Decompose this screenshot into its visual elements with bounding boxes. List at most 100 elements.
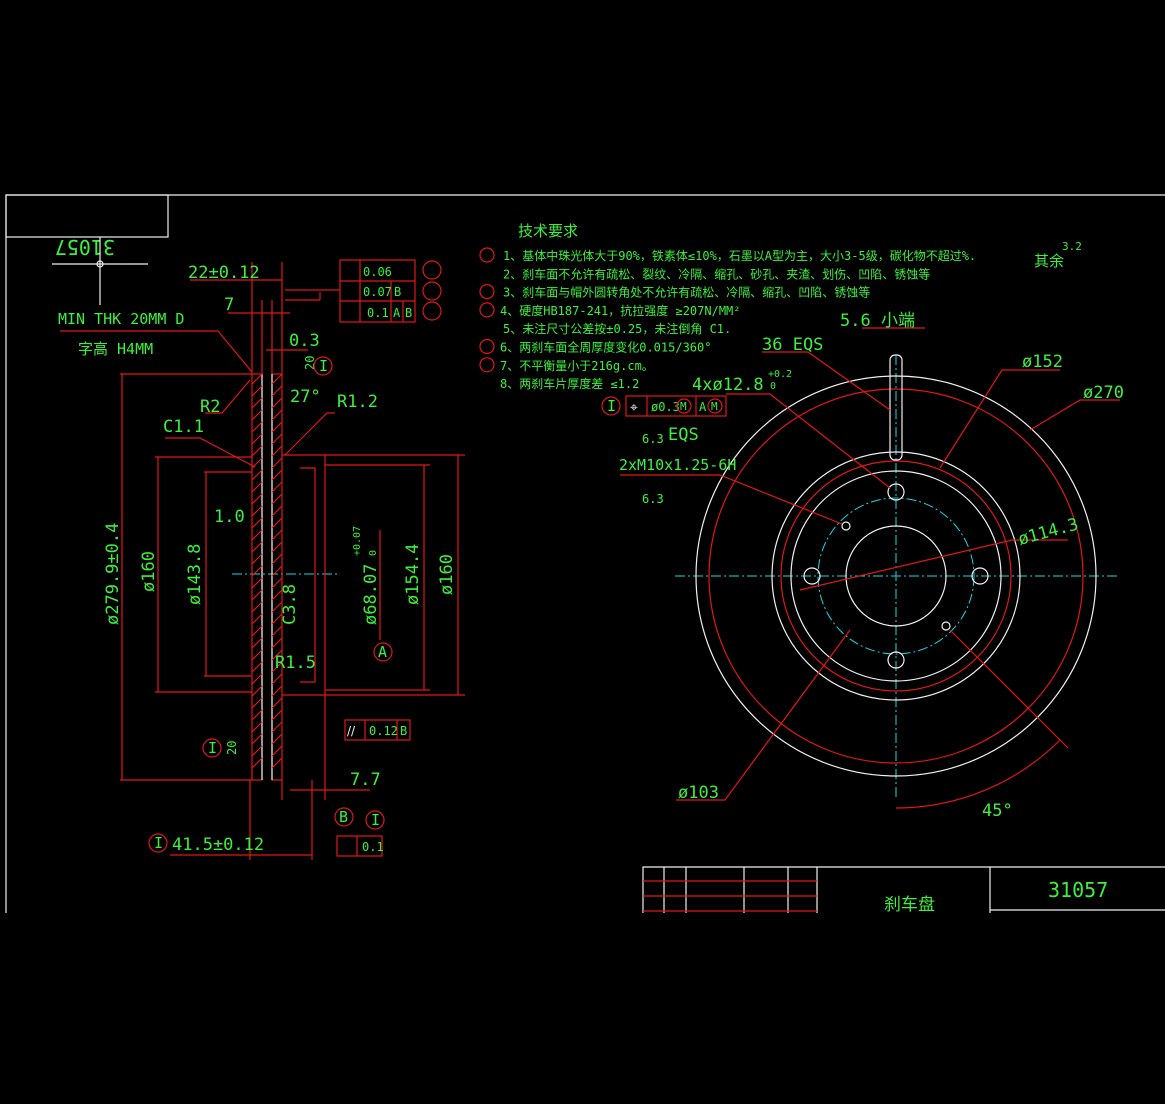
hatch-line — [251, 433, 263, 445]
hatch-line — [271, 481, 283, 493]
eqs: EQS — [668, 425, 699, 445]
runout-value: 0.1 — [367, 306, 389, 320]
parallel2-value: 0.12 — [369, 724, 398, 738]
parallel-icon: // — [347, 724, 356, 738]
hatch-line — [271, 709, 283, 721]
hatch-line — [251, 469, 263, 481]
d154-4: ø154.4 — [403, 544, 423, 605]
hatch-line — [271, 637, 283, 649]
flatness-value: 0.06 — [363, 265, 392, 279]
mirrored-part-number: 31057 — [55, 235, 115, 259]
datum-b: B — [339, 808, 348, 826]
hatch-line — [271, 493, 283, 505]
tech-req-item: 7、不平衡量小于216g.cm。 — [500, 359, 654, 373]
dim-7-7: 7.7 — [350, 770, 381, 790]
hatch-line — [251, 733, 263, 745]
hatch-line — [271, 457, 283, 469]
surface-rest-value: 3.2 — [1062, 240, 1082, 253]
roughness-6-3-b: 6.3 — [642, 492, 664, 506]
c1-1: C1.1 — [163, 417, 204, 437]
hatch-line — [271, 373, 283, 385]
d103: ø103 — [678, 783, 719, 803]
char-height-note: 字高 H4MM — [78, 340, 153, 358]
position-tol: ø0.3 — [651, 400, 680, 414]
hatch-line — [271, 721, 283, 733]
d68-tol: +0.07 — [352, 526, 363, 556]
slot-width: 5.6 小端 — [840, 311, 915, 331]
marker-circle — [479, 284, 495, 300]
position-ref: A — [699, 400, 707, 414]
flatness2-value: 0.1 — [362, 840, 384, 854]
hatch-line — [271, 661, 283, 673]
r1-5: R1.5 — [275, 653, 316, 673]
hatch-line — [271, 589, 283, 601]
tech-req-item: 6、两刹车面全周厚度变化0.015/360° — [500, 340, 711, 355]
hatch-line — [251, 757, 263, 769]
tech-req-item: 4、硬度HB187-241，抗拉强度 ≥207N/MM² — [500, 303, 741, 318]
hatch-line — [271, 541, 283, 553]
hatch-line — [251, 385, 263, 397]
hatch-line — [271, 613, 283, 625]
hatch-line — [251, 529, 263, 541]
parallel-value: 0.07 — [363, 285, 392, 299]
hatch-line — [251, 601, 263, 613]
hatch-line — [271, 553, 283, 565]
hatch-line — [271, 469, 283, 481]
hatch-line — [271, 733, 283, 745]
hatch-line — [251, 637, 263, 649]
hatch-line — [271, 385, 283, 397]
d160-b: ø160 — [437, 554, 457, 595]
hatch-line — [251, 697, 263, 709]
marker-i: I — [319, 357, 328, 375]
marker-i: I — [208, 739, 217, 757]
hatch-line — [271, 673, 283, 685]
dim-22: 22±0.12 — [188, 263, 260, 283]
d68-tol-low: 0 — [368, 550, 379, 556]
hatch-line — [251, 505, 263, 517]
hatch-line — [271, 421, 283, 433]
hatch-line — [251, 673, 263, 685]
tech-req-item: 1、基体中珠光体大于90%，铁素体≤10%，石墨以A型为主，大小3-5级，碳化物… — [503, 248, 976, 263]
marker-i: I — [607, 397, 616, 415]
title-block: 刹车盘 31057 — [642, 866, 1165, 915]
hatch-line — [251, 613, 263, 625]
angle-45: 45° — [982, 801, 1013, 821]
c3-8: C3.8 — [280, 584, 300, 625]
section-view: 22±0.12 7 MIN THK 20MM D 字高 H4MM 0.3 R2 … — [58, 262, 465, 860]
tech-req-title: 技术要求 — [518, 222, 578, 240]
tech-req-item: 8、两刹车片厚度差 ≤1.2 — [500, 376, 639, 391]
hatch-line — [251, 373, 263, 385]
marker-i: I — [371, 811, 380, 829]
hatch-line — [251, 409, 263, 421]
hatch-line — [251, 565, 263, 577]
part-name: 刹车盘 — [884, 895, 935, 915]
hatch-line — [251, 649, 263, 661]
dim-7: 7 — [224, 295, 234, 315]
drawing-frame: 31057 — [5, 194, 1165, 913]
hatch-line — [271, 445, 283, 457]
rough-20: 20 — [225, 741, 239, 755]
hatch-line — [251, 541, 263, 553]
thread-spec: 2xM10x1.25-6H — [619, 456, 736, 474]
hatch-line — [251, 625, 263, 637]
angle-27: 27° — [290, 387, 321, 407]
position-icon: ⌖ — [630, 400, 638, 416]
dim-41-5: 41.5±0.12 — [172, 835, 264, 855]
hatch-line — [271, 649, 283, 661]
d68-07: ø68.07 — [361, 564, 381, 625]
holes-spec: 4xø12.8 — [692, 375, 764, 395]
min-thk-note: MIN THK 20MM D — [58, 310, 184, 328]
hatch-line — [251, 421, 263, 433]
marker-circle — [479, 357, 495, 373]
hatch-line — [251, 517, 263, 529]
datum-a: A — [378, 643, 387, 661]
hatch-line — [251, 493, 263, 505]
d143-8: ø143.8 — [185, 544, 205, 605]
hatch-line — [251, 745, 263, 757]
hatch-line — [271, 577, 283, 589]
marker-circle — [479, 247, 495, 263]
hatch-line — [271, 529, 283, 541]
dim-1-0: 1.0 — [214, 507, 245, 527]
d270: ø270 — [1083, 383, 1124, 403]
